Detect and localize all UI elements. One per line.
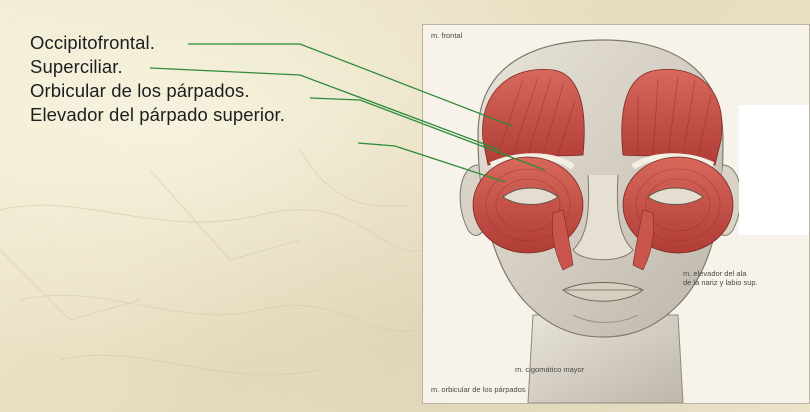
leader-line-orbicular — [310, 98, 545, 170]
leader-line-superciliar — [150, 68, 500, 150]
leader-line-elevador — [358, 143, 505, 182]
leader-line-occipitofrontal — [188, 44, 512, 126]
